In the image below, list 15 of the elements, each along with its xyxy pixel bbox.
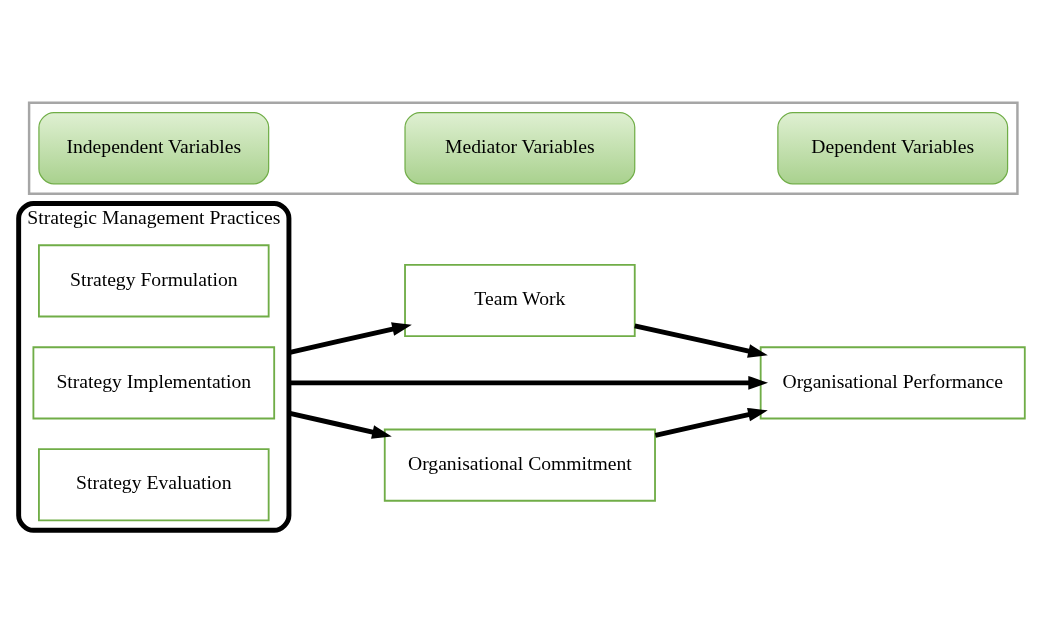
node-box: Dependent Variables (777, 111, 1009, 184)
node-box: Strategy Implementation (32, 345, 276, 419)
arrow (654, 407, 768, 438)
node-box: Team Work (404, 263, 636, 337)
arrow (288, 321, 412, 355)
node-box: Organisational Performance (759, 345, 1026, 419)
arrow (288, 410, 392, 439)
node-box: Mediator Variables (404, 111, 636, 184)
arrow (288, 375, 768, 390)
node-box: Organisational Commitment (383, 428, 656, 502)
node-box: Strategy Evaluation (38, 447, 270, 521)
node-box: Strategy Formulation (38, 243, 270, 317)
cluster (27, 101, 1019, 195)
node-box: Independent Variables (38, 111, 270, 184)
arrow (634, 322, 768, 358)
